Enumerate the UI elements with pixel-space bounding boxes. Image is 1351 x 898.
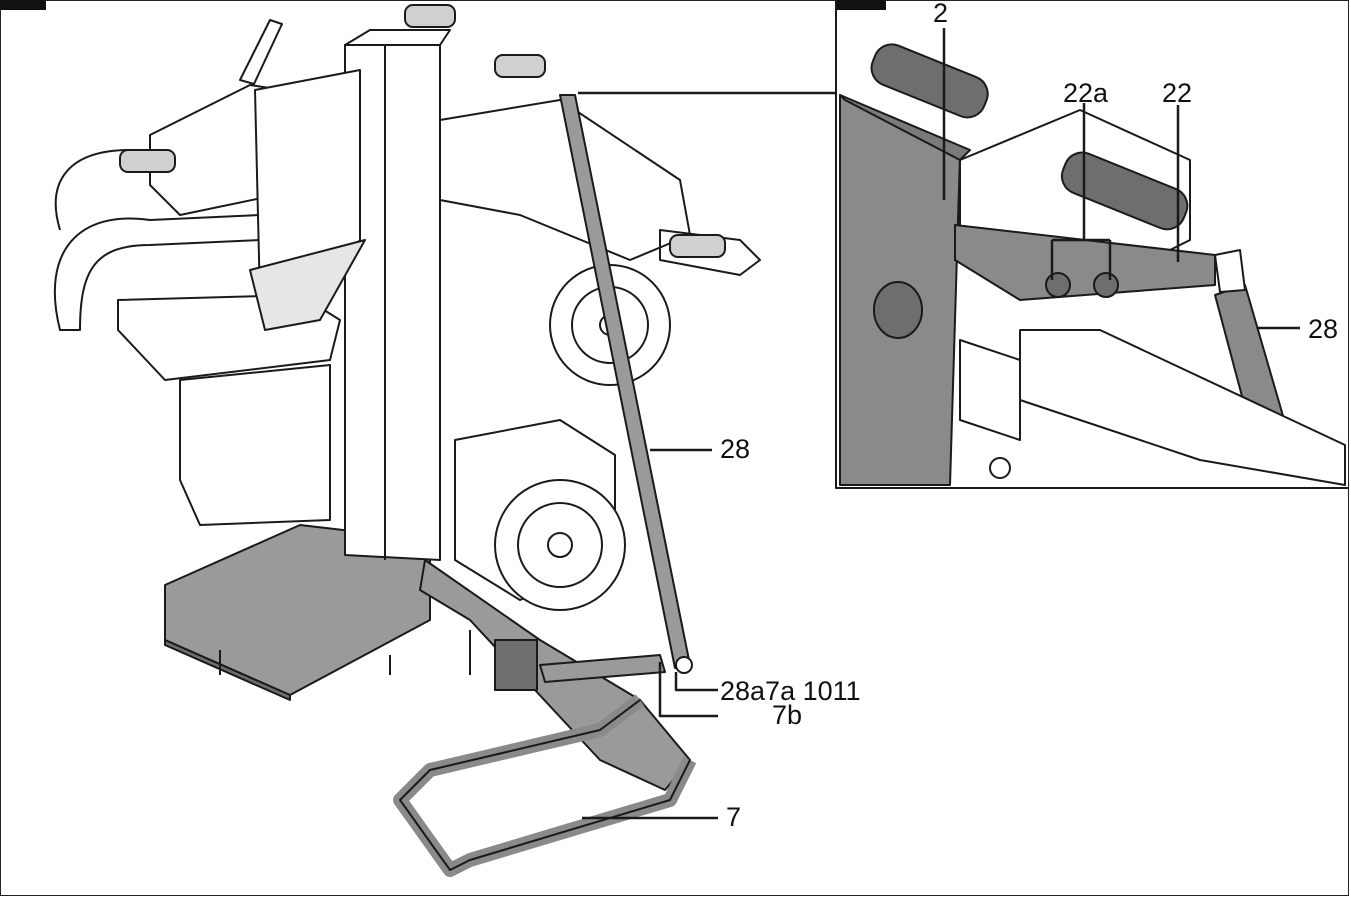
inset-bolt-2 bbox=[1093, 272, 1119, 298]
label-28-inset: 28 bbox=[1308, 314, 1339, 344]
right-handle-grip bbox=[669, 234, 726, 258]
label-2-inset: 2 bbox=[933, 0, 949, 28]
label-28a-7a-10-11: 28a7a 1011 bbox=[720, 676, 861, 706]
right-handle-arm bbox=[659, 229, 761, 276]
top-handle-bar bbox=[239, 19, 283, 85]
inset-column-hole bbox=[873, 281, 923, 339]
label-22-inset: 22 bbox=[1162, 78, 1193, 108]
figure-tab-left bbox=[0, 0, 46, 10]
label-7: 7 bbox=[726, 802, 742, 832]
wedge-plate bbox=[249, 239, 366, 331]
inset-lever-22 bbox=[954, 224, 1216, 301]
inset-grip-1 bbox=[870, 43, 989, 119]
rear-handle-loop-top bbox=[54, 149, 200, 231]
top-grip-1 bbox=[404, 4, 456, 28]
strut-bolt bbox=[675, 656, 693, 674]
label-28-main: 28 bbox=[720, 434, 751, 464]
top-grip-2 bbox=[494, 54, 546, 78]
inset-frame bbox=[835, 0, 1349, 489]
label-7b: 7b bbox=[772, 700, 803, 730]
column-top bbox=[344, 29, 451, 46]
base-plate-side bbox=[164, 639, 291, 701]
cross-rail bbox=[539, 654, 666, 683]
inset-base-rail bbox=[1019, 329, 1346, 486]
left-handle-grip bbox=[119, 149, 176, 173]
left-side-panel bbox=[179, 364, 331, 526]
figure-tab-right bbox=[836, 0, 886, 10]
frame-end-block bbox=[494, 639, 538, 691]
inset-bolt-1 bbox=[1045, 272, 1071, 298]
inset-grip-2 bbox=[1060, 151, 1189, 231]
label-22a-inset: 22a bbox=[1063, 78, 1109, 108]
inset-clevis bbox=[1214, 249, 1246, 293]
inset-drawing bbox=[839, 43, 1346, 486]
